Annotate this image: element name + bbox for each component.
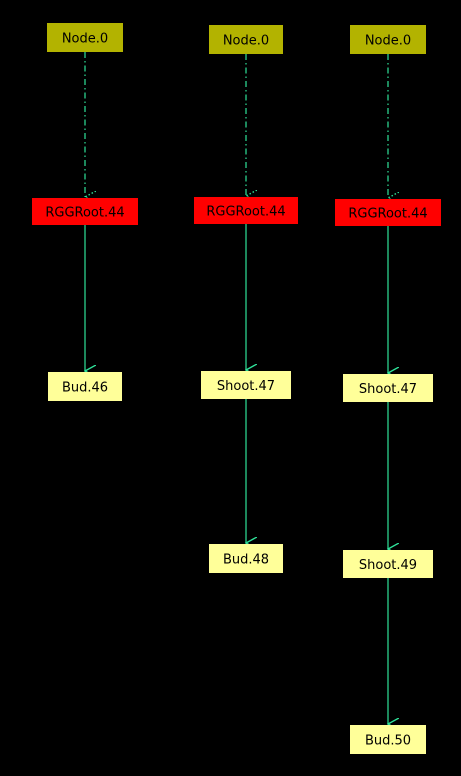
graph-3-node-b50[interactable]: Bud.50 xyxy=(350,725,426,754)
node-box[interactable] xyxy=(48,372,122,401)
edges-layer xyxy=(85,52,388,724)
node-label: Bud.48 xyxy=(223,553,269,568)
graph-2-node-r44[interactable]: RGGRoot.44 xyxy=(194,197,298,224)
node-box[interactable] xyxy=(194,197,298,224)
graph-2-node-s47[interactable]: Shoot.47 xyxy=(201,371,291,399)
graph-3-node-s49[interactable]: Shoot.49 xyxy=(343,550,433,578)
node-label: Shoot.47 xyxy=(359,382,417,397)
graph-1-node-r44[interactable]: RGGRoot.44 xyxy=(32,198,138,225)
graph-2-node-n0[interactable]: Node.0 xyxy=(209,25,283,54)
node-label: RGGRoot.44 xyxy=(45,206,124,221)
node-label: Node.0 xyxy=(223,34,269,49)
node-box[interactable] xyxy=(350,25,426,54)
node-label: RGGRoot.44 xyxy=(348,207,427,222)
node-box[interactable] xyxy=(201,371,291,399)
node-label: Node.0 xyxy=(365,34,411,49)
node-box[interactable] xyxy=(209,544,283,573)
graph-3-node-s47[interactable]: Shoot.47 xyxy=(343,374,433,402)
node-box[interactable] xyxy=(343,550,433,578)
graph-2-node-b48[interactable]: Bud.48 xyxy=(209,544,283,573)
node-box[interactable] xyxy=(350,725,426,754)
node-box[interactable] xyxy=(335,199,441,226)
graph-3-node-r44[interactable]: RGGRoot.44 xyxy=(335,199,441,226)
node-label: RGGRoot.44 xyxy=(206,205,285,220)
node-box[interactable] xyxy=(209,25,283,54)
graph-1-node-b46[interactable]: Bud.46 xyxy=(48,372,122,401)
node-label: Bud.46 xyxy=(62,381,108,396)
node-box[interactable] xyxy=(47,23,123,52)
node-label: Shoot.47 xyxy=(217,379,275,394)
node-box[interactable] xyxy=(343,374,433,402)
node-label: Bud.50 xyxy=(365,734,411,749)
graph-1-node-n0[interactable]: Node.0 xyxy=(47,23,123,52)
node-box[interactable] xyxy=(32,198,138,225)
node-label: Shoot.49 xyxy=(359,558,417,573)
graph-3-node-n0[interactable]: Node.0 xyxy=(350,25,426,54)
node-label: Node.0 xyxy=(62,32,108,47)
